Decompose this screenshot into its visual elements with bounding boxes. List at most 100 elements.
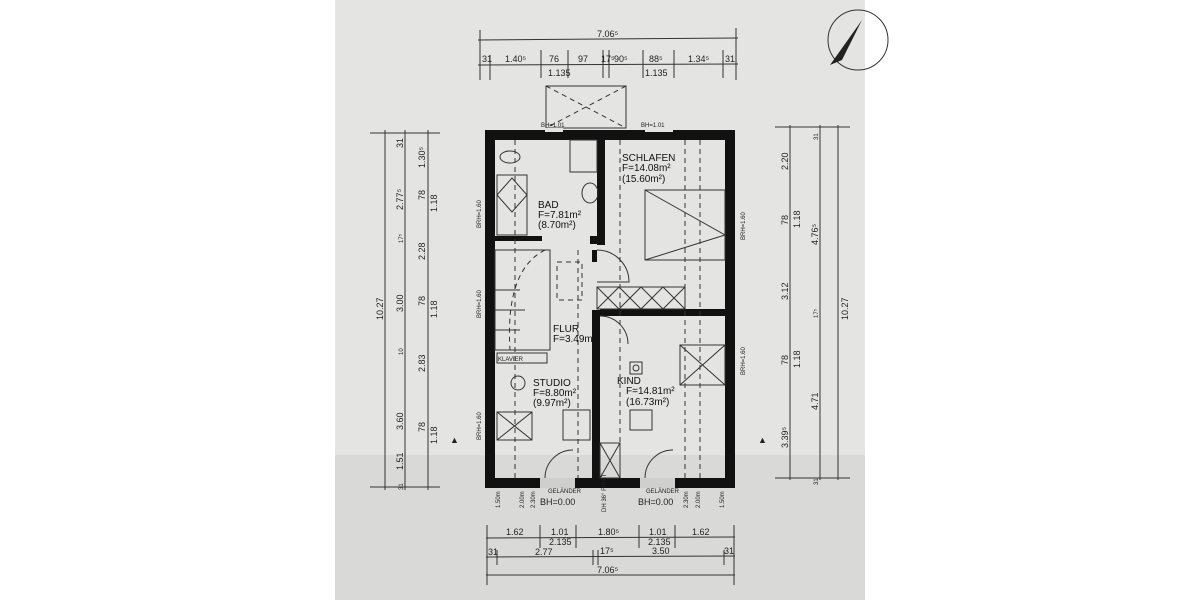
dim-label: 17⁵ xyxy=(398,233,405,243)
dim-label: 31 xyxy=(814,133,820,140)
dim-label: 88⁵ xyxy=(649,54,663,64)
room-area: F=14.08m² xyxy=(622,163,671,174)
dim-label: 10.27 xyxy=(840,297,850,320)
built-in-cabinets: KLAVIER xyxy=(496,189,727,479)
window-label: BH=1.01 xyxy=(541,123,565,129)
dim-label: 2.83 xyxy=(417,354,427,372)
dim-label: 2.77⁵ xyxy=(395,188,405,210)
dim-label: 17⁵ xyxy=(600,546,614,556)
dim-label: 1.40⁵ xyxy=(505,54,527,64)
dim-label: 17⁵ xyxy=(813,308,820,318)
room-gross-area: (8.70m²) xyxy=(538,220,576,231)
dim-label: 1.51 xyxy=(395,452,405,470)
top-dimension-chain: 7.06⁵ 31 1.40⁵ 76 97 17⁵ 90⁵ 88⁵ 1.34⁵ 3… xyxy=(477,28,739,80)
dim-label: 1.01 xyxy=(551,527,569,537)
dim-label: 31 xyxy=(395,138,405,148)
ceiling-height-label: 2.30m xyxy=(531,491,537,508)
dim-label: 1.18 xyxy=(429,426,439,444)
dim-label: 31 xyxy=(814,478,820,485)
dim-label: 31 xyxy=(724,546,734,556)
room-name: BAD xyxy=(538,200,559,211)
dim-label: 4.76⁵ xyxy=(810,223,820,245)
bottom-dimension-chain: 1.62 1.01 1.80⁵ 1.01 1.62 2.135 2.135 31… xyxy=(485,525,736,585)
walls xyxy=(485,128,735,488)
wall-height-label: BRH=1.60 xyxy=(477,411,483,440)
bathroom-fixtures xyxy=(496,139,599,236)
dim-label: 3.60 xyxy=(395,412,405,430)
dim-label: 97 xyxy=(578,54,588,64)
railing-label: GELÄNDER xyxy=(646,488,680,495)
ceiling-height-label: 2.00m xyxy=(696,491,702,508)
room-name: KIND xyxy=(617,376,641,387)
north-arrow-icon xyxy=(827,9,889,71)
room-gross-area: (16.73m²) xyxy=(626,397,669,408)
dim-label: 17⁵ xyxy=(601,54,615,64)
roof-window xyxy=(545,85,627,129)
dim-label: 1.30⁵ xyxy=(417,146,427,168)
room-studio: STUDIO F=8.80m² (9.97m²) xyxy=(533,378,577,409)
floor-height-label: BH=0.00 xyxy=(638,497,673,507)
room-name: FLUR xyxy=(553,324,579,335)
dim-label: 31 xyxy=(399,483,405,490)
dim-label: 31 xyxy=(725,54,735,64)
slope-lines xyxy=(514,140,701,478)
window-label: BH=1.01 xyxy=(641,123,665,129)
dim-label: 3.12 xyxy=(780,282,790,300)
ceiling-height-label: DH 36° FIRST xyxy=(602,473,608,512)
room-name: STUDIO xyxy=(533,378,571,389)
room-area: F=8.80m² xyxy=(533,388,577,399)
dim-label: 90⁵ xyxy=(614,54,628,64)
dim-label: 1.01 xyxy=(649,527,667,537)
room-gross-area: (9.97m²) xyxy=(533,398,571,409)
dim-label: 1.62 xyxy=(692,527,710,537)
dim-label: 1.18 xyxy=(792,210,802,228)
wall-height-label: BRH=1.60 xyxy=(477,289,483,318)
dim-label: 1.135 xyxy=(548,68,571,78)
dim-label: 78 xyxy=(780,355,790,365)
dim-label: 10.27 xyxy=(375,297,385,320)
room-area: F=3.49m² xyxy=(553,334,597,345)
dim-label: 76 xyxy=(549,54,559,64)
top-overall-dim: 7.06⁵ xyxy=(597,29,619,39)
dim-label: 10 xyxy=(399,348,405,355)
ceiling-height-label: 2.00m xyxy=(520,491,526,508)
dim-label: 3.39⁵ xyxy=(780,426,790,448)
dim-label: 1.34⁵ xyxy=(688,54,710,64)
dim-label: 1.62 xyxy=(506,527,524,537)
dim-label: 1.80⁵ xyxy=(598,527,620,537)
dim-label: 3.50 xyxy=(652,546,670,556)
wall-height-label: BRH=1.60 xyxy=(741,346,747,375)
dim-label: 78 xyxy=(417,296,427,306)
room-flur: FLUR F=3.49m² xyxy=(553,324,597,345)
room-gross-area: (15.60m²) xyxy=(622,174,665,185)
dim-label: 2.77 xyxy=(535,547,553,557)
dim-label: 31 xyxy=(488,547,498,557)
dim-label: 78 xyxy=(417,422,427,432)
room-kind: KIND F=14.81m² (16.73m²) xyxy=(617,376,675,408)
room-schlafen: SCHLAFEN F=14.08m² (15.60m²) xyxy=(622,153,675,185)
dim-label: 78 xyxy=(780,215,790,225)
room-area: F=7.81m² xyxy=(538,210,582,221)
right-dimension-chain: 2.20 78 1.18 3.12 78 1.18 3.39⁵ 31 4.76⁵… xyxy=(758,125,850,485)
wall-height-label: BRH=1.60 xyxy=(477,199,483,228)
dim-label: 1.135 xyxy=(645,68,668,78)
room-name: SCHLAFEN xyxy=(622,153,675,164)
bottom-annotations: GELÄNDER BH=0.00 GELÄNDER BH=0.00 1.50m … xyxy=(496,473,726,512)
staircase xyxy=(494,249,583,351)
ceiling-height-label: 1.50m xyxy=(496,491,502,508)
door-swings xyxy=(544,249,674,479)
section-marker-icon: ▲ xyxy=(758,435,767,445)
dim-label: 1.18 xyxy=(429,194,439,212)
wall-height-label: BRH=1.60 xyxy=(741,211,747,240)
dim-label: 78 xyxy=(417,190,427,200)
room-bad: BAD F=7.81m² (8.70m²) xyxy=(538,200,582,231)
dim-label: 3.00 xyxy=(395,294,405,312)
section-marker-icon: ▲ xyxy=(450,435,459,445)
dim-label: 2.135 xyxy=(549,537,572,547)
room-area: F=14.81m² xyxy=(626,386,675,397)
dim-label: 2.28 xyxy=(417,242,427,260)
dim-label: 1.18 xyxy=(429,300,439,318)
floor-height-label: BH=0.00 xyxy=(540,497,575,507)
dim-label: 7.06⁵ xyxy=(597,565,619,575)
